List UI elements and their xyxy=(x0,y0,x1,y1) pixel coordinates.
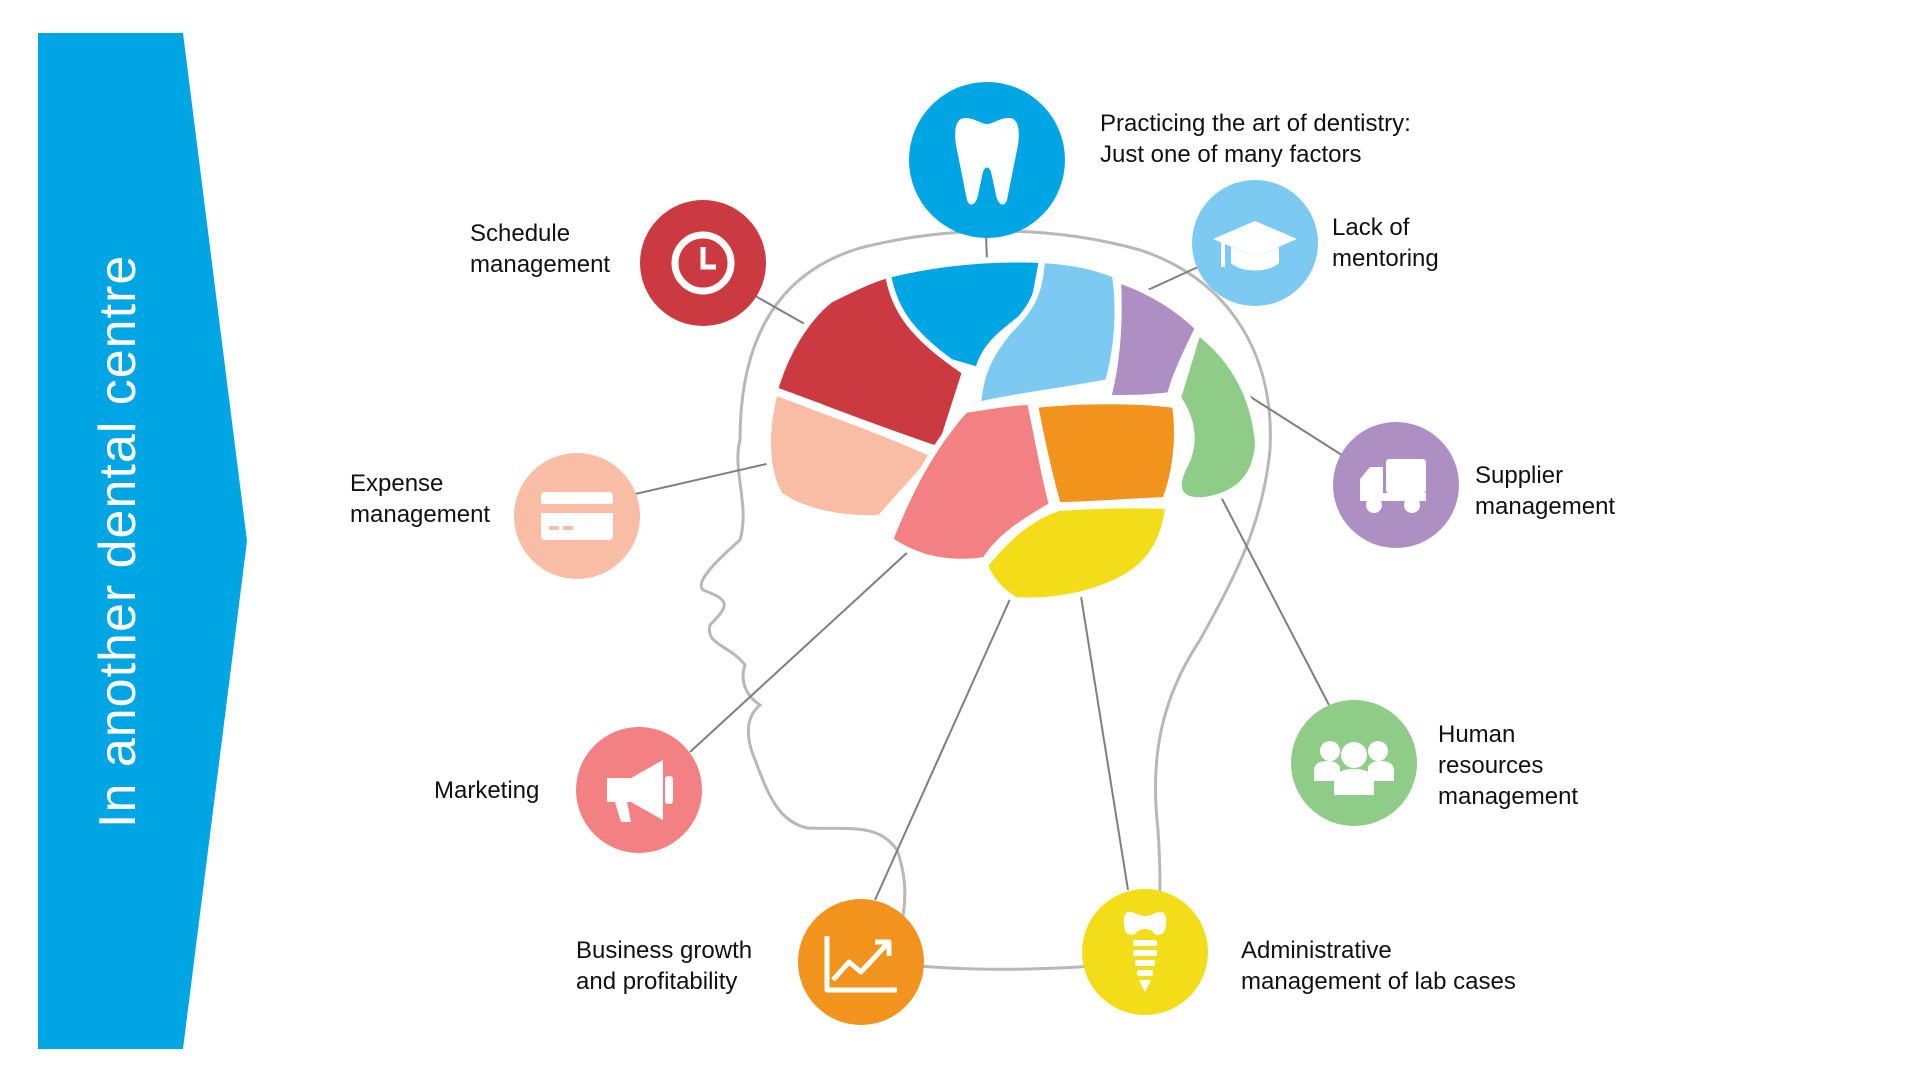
growth-chart-icon xyxy=(824,936,897,993)
label-line: management xyxy=(470,251,611,278)
brain-region-expense xyxy=(765,389,938,522)
connector-schedule xyxy=(749,292,811,328)
label-line: management xyxy=(350,501,491,528)
label-line: management xyxy=(1475,493,1616,520)
label-line: Expense xyxy=(350,470,444,497)
factor-hr xyxy=(1291,700,1417,826)
label-line: Supplier xyxy=(1475,462,1564,489)
label-marketing: Marketing xyxy=(434,775,539,806)
factor-supplier xyxy=(1333,422,1459,548)
label-dentistry: Practicing the art of dentistry: Just on… xyxy=(1100,108,1411,170)
label-mentoring: Lack of mentoring xyxy=(1332,212,1439,274)
factor-expense xyxy=(514,453,640,579)
factor-schedule xyxy=(640,200,766,326)
label-line: Administrative xyxy=(1241,937,1392,964)
label-schedule: Schedule management xyxy=(470,218,610,280)
factor-marketing xyxy=(576,727,702,853)
tooth-icon xyxy=(955,118,1019,205)
label-line: Lack of xyxy=(1332,214,1410,241)
brain-region-lab xyxy=(982,502,1171,604)
delivery-truck-icon xyxy=(1360,459,1426,513)
brain-region-growth xyxy=(1032,398,1180,508)
megaphone-icon xyxy=(607,760,673,822)
label-supplier: Supplier management xyxy=(1475,460,1615,522)
factor-dentistry xyxy=(909,82,1065,238)
factor-lab xyxy=(1082,889,1208,1015)
brain-region-hr xyxy=(1175,329,1261,504)
label-growth: Business growth and profitability xyxy=(576,935,752,997)
connector-marketing xyxy=(689,549,911,753)
head-outline xyxy=(699,229,1272,971)
credit-card-icon xyxy=(541,492,613,540)
label-line: Marketing xyxy=(434,777,540,804)
people-group-icon xyxy=(1314,741,1394,795)
label-line: management xyxy=(1438,783,1579,810)
connector-lab xyxy=(1079,589,1129,891)
label-line: Just one of many factors xyxy=(1100,141,1362,168)
graduation-cap-icon xyxy=(1213,221,1297,271)
brain-regions xyxy=(765,256,1261,604)
label-line: resources xyxy=(1438,752,1544,779)
label-line: Business growth xyxy=(576,937,753,964)
clock-icon xyxy=(671,231,735,295)
label-lab: Administrative management of lab cases xyxy=(1241,935,1516,997)
label-line: Practicing the art of dentistry: xyxy=(1100,110,1411,137)
banner-title: In another dental centre xyxy=(89,254,147,828)
label-line: and profitability xyxy=(576,968,738,995)
label-expense: Expense management xyxy=(350,468,490,530)
brain-region-marketing xyxy=(887,399,1055,565)
label-line: Schedule xyxy=(470,220,571,247)
factor-growth xyxy=(798,899,924,1025)
label-line: Human xyxy=(1438,721,1516,748)
connector-hr xyxy=(1219,494,1330,706)
label-line: mentoring xyxy=(1332,245,1439,272)
connector-dentistry xyxy=(985,235,988,261)
side-banner xyxy=(38,33,247,1049)
factor-mentoring xyxy=(1192,180,1318,306)
connector-expense xyxy=(634,461,776,495)
label-line: management of lab cases xyxy=(1241,968,1516,995)
brain-region-mentoring xyxy=(975,257,1121,408)
dental-implant-icon xyxy=(1123,912,1167,992)
brain-region-supplier xyxy=(1105,277,1201,401)
label-hr: Human resources management xyxy=(1438,719,1578,812)
